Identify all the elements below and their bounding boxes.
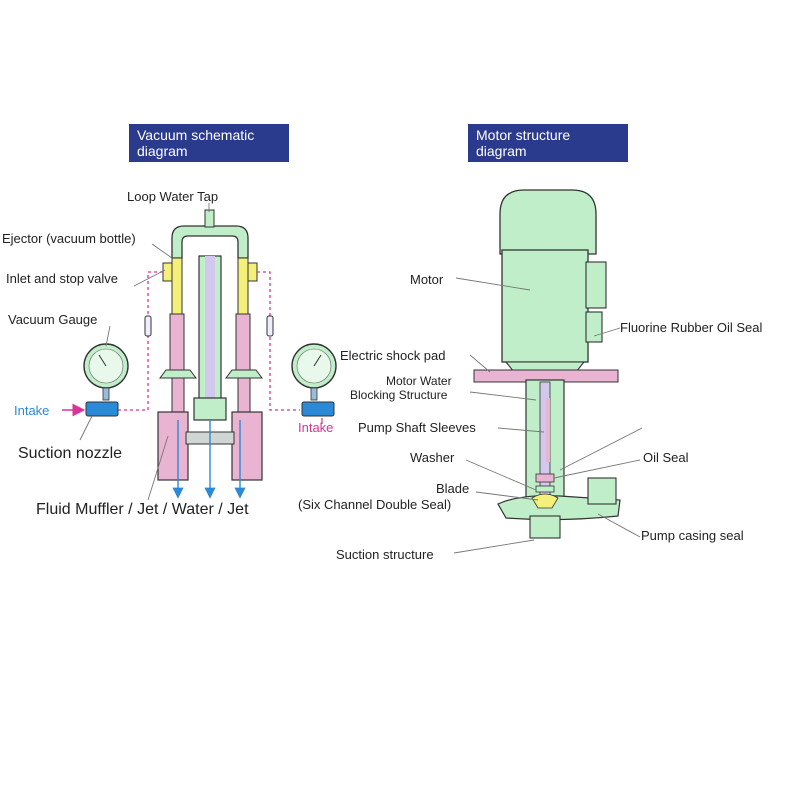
vacuum-gauge-label: Vacuum Gauge [8,312,97,327]
motor-structure-title: Motor structure diagram [468,124,628,162]
ejector-label: Ejector (vacuum bottle) [2,231,136,246]
vacuum-schematic: Loop Water Tap Ejector (vacuum bottle) I… [2,189,337,518]
yellow-tube-left [171,257,183,315]
vacuum-line-left [118,271,163,411]
vacuum-gauge-right-icon [291,343,337,417]
motor-top-cap [499,189,597,255]
fluid-muffler-label: Fluid Muffler / Jet / Water / Jet [36,501,249,518]
motor-body [501,249,589,363]
pump-casing-seal-label: Pump casing seal [641,528,744,543]
vacuum-schematic-title: Vacuum schematic diagram [129,124,289,162]
jet-tube-right-lower [237,377,251,415]
loop-water-tap-label: Loop Water Tap [127,189,218,204]
oil-seal [535,473,555,483]
washer-label: Washer [410,450,455,465]
ejector-bottle [171,225,249,259]
muffler-cap-left [159,369,197,379]
central-block [193,397,227,421]
intake-right-label: Intake [298,420,333,435]
motor-label: Motor [410,272,444,287]
washer [535,485,555,493]
oil-seal-label: Oil Seal [643,450,689,465]
loop-water-tap [204,209,215,228]
shaft-sleeve [546,398,550,462]
intake-left-label: Intake [14,403,49,418]
fluid-muffler-left [157,411,189,481]
seal-block [585,311,603,343]
blade-label: Blade [436,481,469,496]
suction-nozzle-label: Suction nozzle [18,445,122,462]
fluid-muffler-right [231,411,263,481]
muffler-cap-right [225,369,263,379]
inlet-stop-valve-label: Inlet and stop valve [6,271,118,286]
fluorine-seal-label: Fluorine Rubber Oil Seal [620,320,762,335]
check-valve-left [144,315,152,337]
terminal-box [585,261,607,309]
jet-tube-left-lower [171,377,185,415]
pump-shaft-label: Pump Shaft Sleeves [358,420,476,435]
motor-water-label: Motor Water [386,374,452,388]
jet-tube-right [235,313,251,371]
yellow-tube-right [237,257,249,315]
suction-inlet [529,515,561,539]
blade [531,493,559,509]
outlet-pipe [587,477,617,505]
central-pipe-inner [205,256,215,406]
shock-pad-label: Electric shock pad [340,348,446,363]
suction-structure-label: Suction structure [336,547,434,562]
check-valve-right [266,315,274,337]
vacuum-line-right [257,271,300,411]
motor-structure: Motor Fluorine Rubber Oil Seal Electric … [298,189,762,562]
jet-tube-left [169,313,185,371]
six-channel-label: (Six Channel Double Seal) [298,497,451,512]
blocking-structure-label: Blocking Structure [350,388,448,402]
vacuum-gauge-left-icon [83,343,129,417]
